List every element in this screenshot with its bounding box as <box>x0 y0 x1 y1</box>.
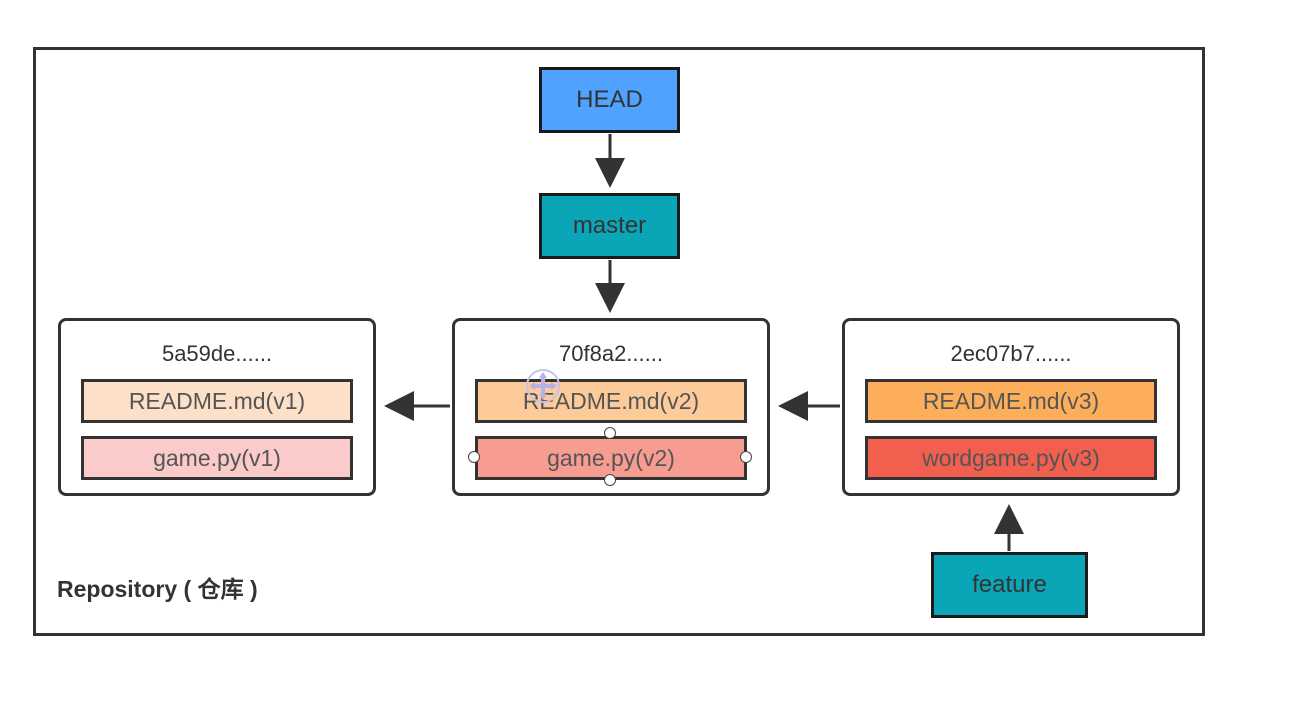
file-wordgame-v3: wordgame.py(v3) <box>865 436 1157 480</box>
resize-handle-top[interactable] <box>604 427 616 439</box>
file-game-v1: game.py(v1) <box>81 436 353 480</box>
resize-handle-right[interactable] <box>740 451 752 463</box>
commit-5a59de[interactable]: 5a59de...... README.md(v1) game.py(v1) <box>58 318 376 496</box>
resize-handle-bottom[interactable] <box>604 474 616 486</box>
commit-hash: 5a59de...... <box>161 341 273 366</box>
repository-label: Repository ( 仓库 ) <box>57 576 258 602</box>
move-cursor-icon <box>526 369 560 403</box>
commit-70f8a2[interactable]: 70f8a2...... README.md(v2) game.py(v2) <box>452 318 770 496</box>
resize-handle-left[interactable] <box>468 451 480 463</box>
file-readme-v1: README.md(v1) <box>81 379 353 423</box>
feature-label: feature <box>972 571 1047 598</box>
feature-branch[interactable]: feature <box>931 552 1088 618</box>
file-readme-v2: README.md(v2) <box>475 379 747 423</box>
master-branch[interactable]: master <box>539 193 680 259</box>
commit-hash: 2ec07b7...... <box>950 341 1072 366</box>
file-readme-v3: README.md(v3) <box>865 379 1157 423</box>
commit-2ec07b7[interactable]: 2ec07b7...... README.md(v3) wordgame.py(… <box>842 318 1180 496</box>
commit-hash: 70f8a2...... <box>559 341 663 366</box>
master-label: master <box>572 212 647 239</box>
head-ref[interactable]: HEAD <box>539 67 680 133</box>
head-label: HEAD <box>576 86 643 113</box>
